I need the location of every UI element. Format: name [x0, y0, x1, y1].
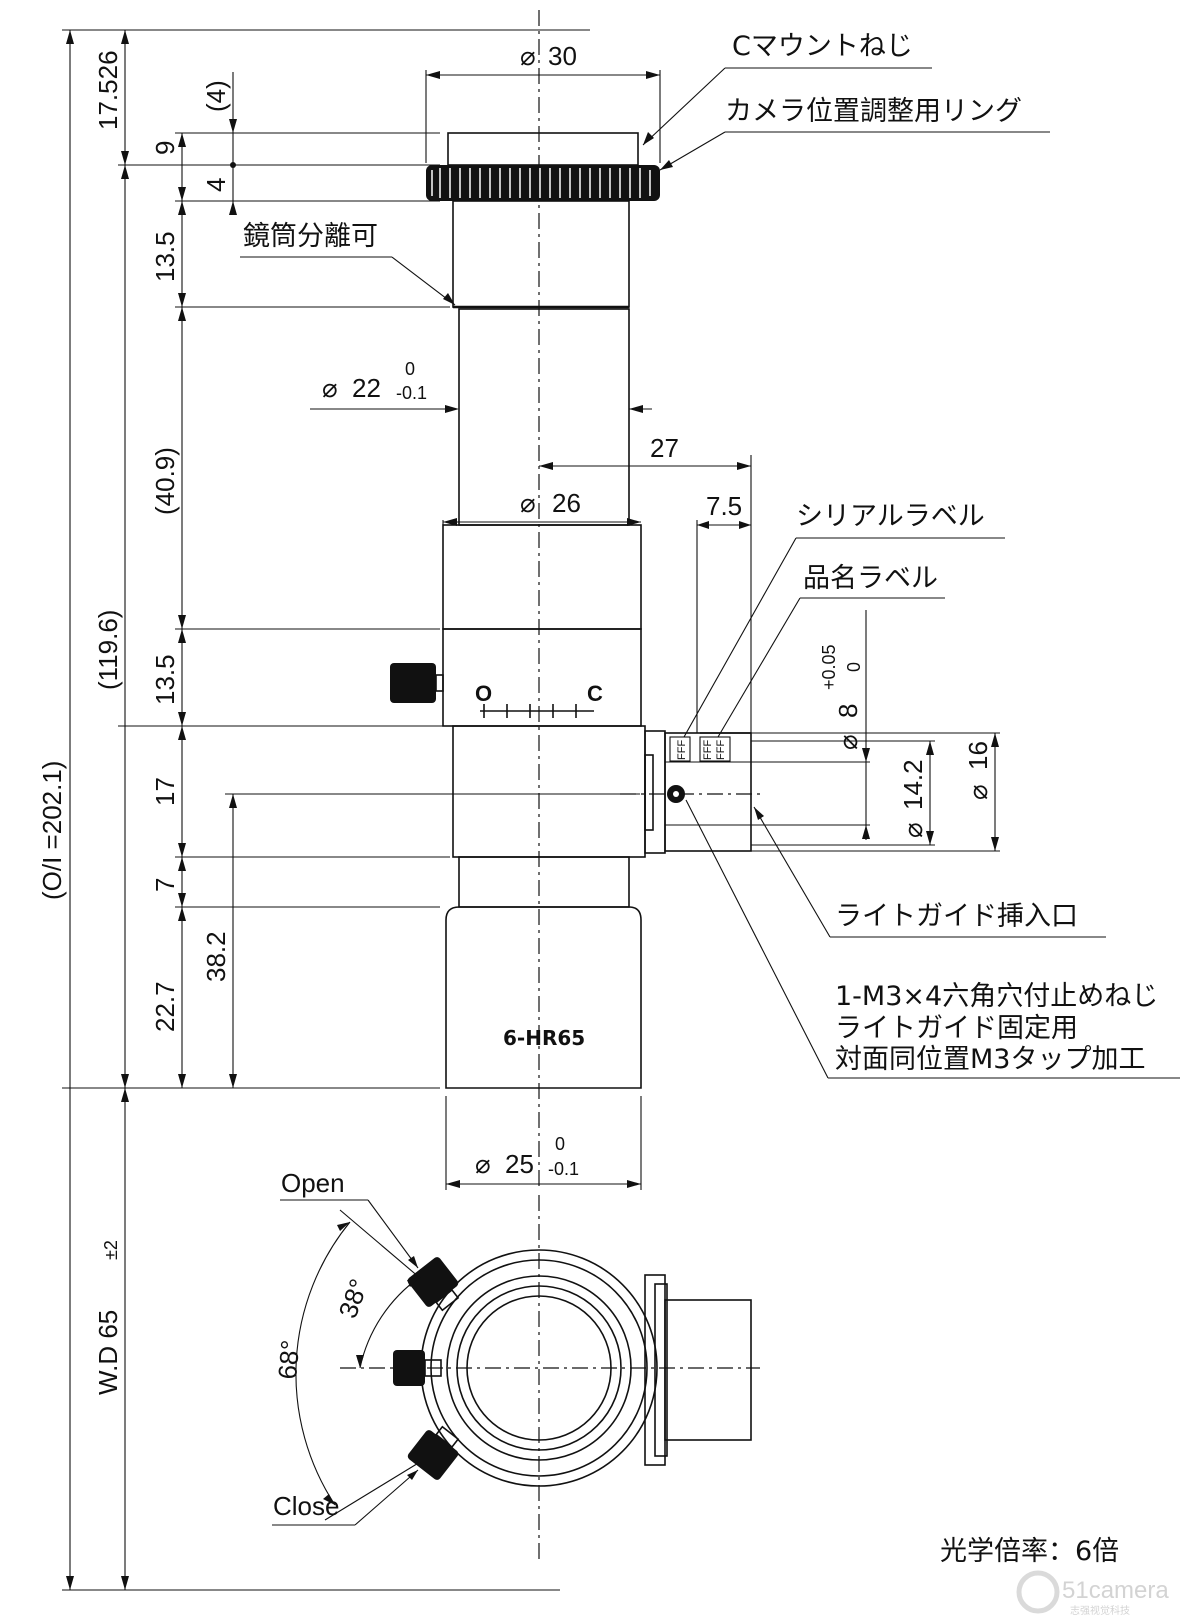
- d7-5-value: 7.5: [706, 491, 742, 521]
- watermark: 51camera 志强视觉科技: [1016, 1570, 1169, 1616]
- label-c-mount: Cマウントねじ: [732, 31, 913, 62]
- dia22-tol-upper: 0: [405, 359, 415, 379]
- label-screw-1: 1-M3×4六角穴付止めねじ: [835, 981, 1158, 1012]
- bv-mid-ring: [446, 1275, 632, 1461]
- dia8-symbol: ⌀: [833, 734, 863, 750]
- oi-value: (O/I =202.1): [37, 761, 67, 900]
- callouts: Cマウントねじ カメラ位置調整用リング 鏡筒分離可 シリアルラベル 品名ラベル …: [240, 31, 1180, 1079]
- product-label-box: [699, 736, 731, 762]
- v9: 9: [150, 141, 180, 155]
- product-label-text-a: FFF: [702, 740, 714, 760]
- bottom-view: 38° 68° Open Close: [272, 1168, 752, 1526]
- watermark-brand: 51camera: [1062, 1577, 1169, 1604]
- dia25-value: 25: [505, 1149, 534, 1179]
- d27-value: 27: [650, 433, 679, 463]
- dia30-value: 30: [548, 41, 577, 71]
- dia16-value: 16: [963, 741, 993, 770]
- c-mount-top: [447, 132, 639, 166]
- iris-knob-stem: [435, 674, 444, 692]
- knurl-lines: [431, 168, 651, 198]
- label-close: Close: [273, 1491, 339, 1521]
- dim-dia22: ⌀ 22 0 -0.1: [310, 359, 652, 413]
- dim-dia25: ⌀ 25 0 -0.1: [445, 1096, 642, 1190]
- dim-dia26: ⌀ 26: [442, 488, 641, 526]
- dia8-value: 8: [833, 704, 863, 718]
- dia14-2-value: 14.2: [898, 759, 928, 810]
- v17: 17: [150, 777, 180, 806]
- v13-5-a: 13.5: [150, 231, 180, 282]
- bv-light-guide: [664, 1299, 752, 1441]
- label-screw-2: ライトガイド固定用: [835, 1013, 1078, 1044]
- dia25-tol-lower: -0.1: [548, 1159, 579, 1179]
- model-label: 6-HR65: [503, 1026, 585, 1050]
- label-product: 品名ラベル: [803, 563, 938, 594]
- port-plate: [644, 754, 654, 831]
- bv-close-knob: [407, 1425, 460, 1480]
- lens-body: [390, 132, 752, 1089]
- dia22-value: 22: [352, 373, 381, 403]
- label-light-guide-inlet: ライトガイド挿入口: [835, 901, 1078, 932]
- dia26-tube: [442, 524, 642, 630]
- v4: 4: [201, 178, 231, 192]
- upper-tube: [452, 200, 630, 308]
- dia22-symbol: ⌀: [322, 373, 338, 403]
- front-barrel: [445, 906, 642, 1089]
- product-label-text-b: FFF: [715, 740, 727, 760]
- bv-center-knob: [393, 1350, 425, 1386]
- dia22-tol-lower: -0.1: [396, 383, 427, 403]
- ang68-value: 68°: [272, 1339, 305, 1381]
- dia25-tol-upper: 0: [555, 1134, 565, 1154]
- ang38-value: 38°: [332, 1275, 374, 1322]
- v119-6: (119.6): [93, 610, 123, 690]
- illuminator-block: [452, 725, 646, 858]
- bv-open-knob: [407, 1257, 460, 1312]
- serial-label-box: [669, 736, 691, 762]
- dia16-symbol: ⌀: [963, 784, 993, 800]
- watermark-sub: 志强视觉科技: [1070, 1604, 1130, 1616]
- label-open: Open: [281, 1168, 345, 1198]
- watermark-logo-icon: [1016, 1570, 1060, 1614]
- lower-neck: [458, 856, 630, 908]
- label-camera-ring: カメラ位置調整用リング: [725, 96, 1022, 127]
- wd-tol: ±2: [101, 1240, 121, 1260]
- v40-9: (40.9): [150, 447, 180, 515]
- left-dims: (O/I =202.1) 17.526 (119.6) W.D 65 ±2 9 …: [37, 29, 640, 1591]
- v22-7: 22.7: [150, 981, 180, 1032]
- dia14-2-symbol: ⌀: [898, 822, 928, 838]
- dia8-tol-lower: 0: [844, 662, 864, 672]
- dim-7-5: 7.5: [696, 491, 751, 733]
- knurled-ring: [426, 165, 660, 201]
- dia8-tol-upper: +0.05: [819, 644, 839, 690]
- v4-top: (4): [201, 80, 231, 112]
- dia26-symbol: ⌀: [520, 488, 536, 518]
- iris-knob: [390, 663, 436, 703]
- dim-27: 27: [539, 433, 752, 733]
- v7: 7: [150, 878, 180, 892]
- wd-value: W.D 65: [93, 1310, 123, 1395]
- dim-dia30: ⌀ 30: [425, 41, 661, 163]
- scale-c: C: [587, 681, 603, 706]
- dia25-symbol: ⌀: [475, 1149, 491, 1179]
- label-serial: シリアルラベル: [796, 501, 985, 532]
- arc-68: [295, 1221, 351, 1506]
- serial-label-text: FFF: [676, 740, 688, 760]
- light-guide-flange: [644, 730, 666, 854]
- label-separable: 鏡筒分離可: [243, 221, 378, 252]
- right-dims: ⌀ 8 +0.05 0 ⌀ 14.2 ⌀ 16: [751, 610, 1000, 852]
- v38-2: 38.2: [201, 931, 231, 982]
- v17-526: 17.526: [93, 50, 123, 130]
- dia26-value: 26: [552, 488, 581, 518]
- magnification-note: 光学倍率：6倍: [940, 1536, 1119, 1567]
- middle-tube: [458, 308, 630, 526]
- dia30-symbol: ⌀: [520, 41, 536, 71]
- v13-5-b: 13.5: [150, 654, 180, 705]
- label-screw-3: 対面同位置M3タップ加工: [835, 1044, 1145, 1075]
- bv-inner-ring: [466, 1295, 612, 1441]
- scale-o: O: [475, 681, 492, 706]
